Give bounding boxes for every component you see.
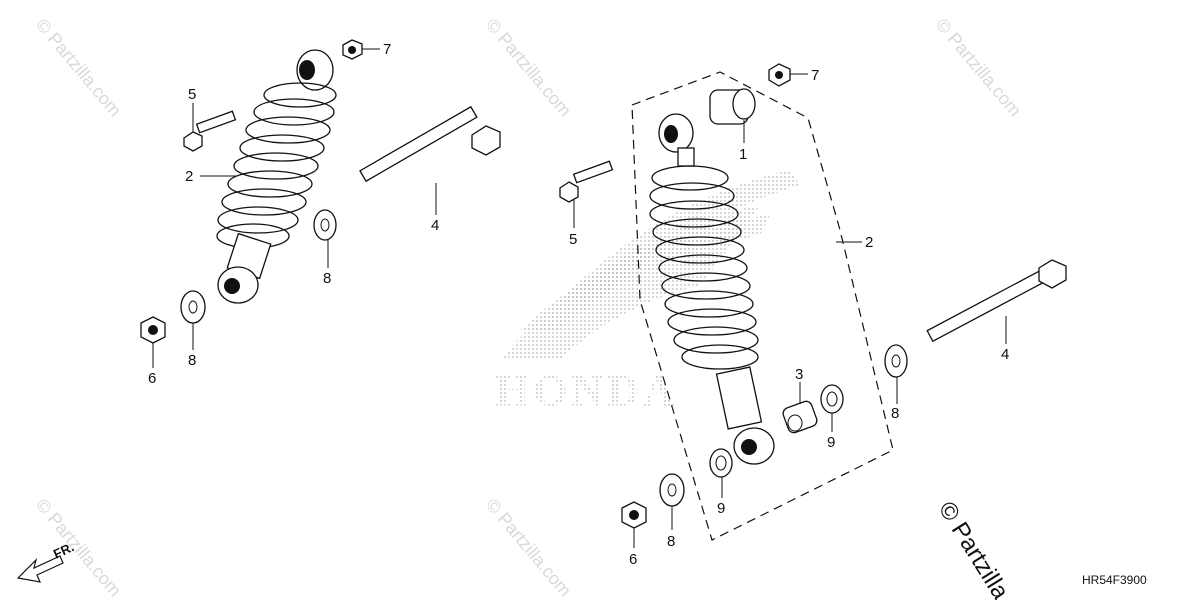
assembly-outline [631, 71, 894, 541]
callout-8: 8 [891, 405, 899, 422]
callout-4: 4 [431, 217, 439, 234]
callout-9: 9 [717, 500, 725, 517]
partzilla-watermark: © Partzilla [933, 497, 1014, 600]
honda-wing-logo: HONDA [495, 170, 800, 415]
right-bushing-1 [709, 88, 756, 125]
right-seal-9a [820, 384, 844, 414]
right-nut-6 [621, 501, 647, 529]
callout-8: 8 [323, 270, 331, 287]
right-seal-9b [709, 448, 733, 478]
callout-8: 8 [667, 533, 675, 550]
right-nut-7 [768, 63, 791, 87]
callout-5: 5 [188, 86, 196, 103]
left-nut-7 [342, 39, 363, 60]
right-leader-lines [573, 73, 1007, 548]
honda-logo-text: HONDA [495, 366, 679, 415]
left-washer-8a [313, 209, 337, 241]
callout-8: 8 [188, 352, 196, 369]
right-collar-3 [782, 400, 818, 434]
watermark-text: © Partzilla.com [32, 495, 125, 600]
callout-9: 9 [827, 434, 835, 451]
callout-3: 3 [795, 366, 803, 383]
callout-2: 2 [185, 168, 193, 185]
watermark-text: © Partzilla.com [932, 15, 1025, 121]
arrow-icon [16, 555, 64, 583]
callout-7: 7 [811, 67, 819, 84]
drawing-code: HR54F3900 [1082, 573, 1147, 587]
callout-6: 6 [629, 551, 637, 568]
watermark-text: © Partzilla.com [482, 495, 575, 600]
right-washer-8b [659, 473, 685, 507]
watermark-text: © Partzilla.com [482, 15, 575, 121]
left-shock-absorber [216, 49, 337, 304]
callout-7: 7 [383, 41, 391, 58]
left-bolt-5 [183, 110, 237, 152]
front-direction-arrow: FR. [16, 539, 76, 583]
left-bolt-4 [359, 105, 501, 183]
callout-6: 6 [148, 370, 156, 387]
right-shock-absorber [649, 113, 775, 465]
callout-1: 1 [739, 146, 747, 163]
callout-5: 5 [569, 231, 577, 248]
watermark-text: © Partzilla.com [32, 15, 125, 121]
left-nut-6 [140, 316, 166, 344]
callout-4: 4 [1001, 346, 1009, 363]
callout-2: 2 [865, 234, 873, 251]
right-bolt-5 [559, 160, 614, 203]
left-washer-8b [180, 290, 206, 324]
right-bolt-4 [926, 259, 1067, 343]
left-leader-lines [152, 48, 437, 368]
right-washer-8a [884, 344, 908, 378]
